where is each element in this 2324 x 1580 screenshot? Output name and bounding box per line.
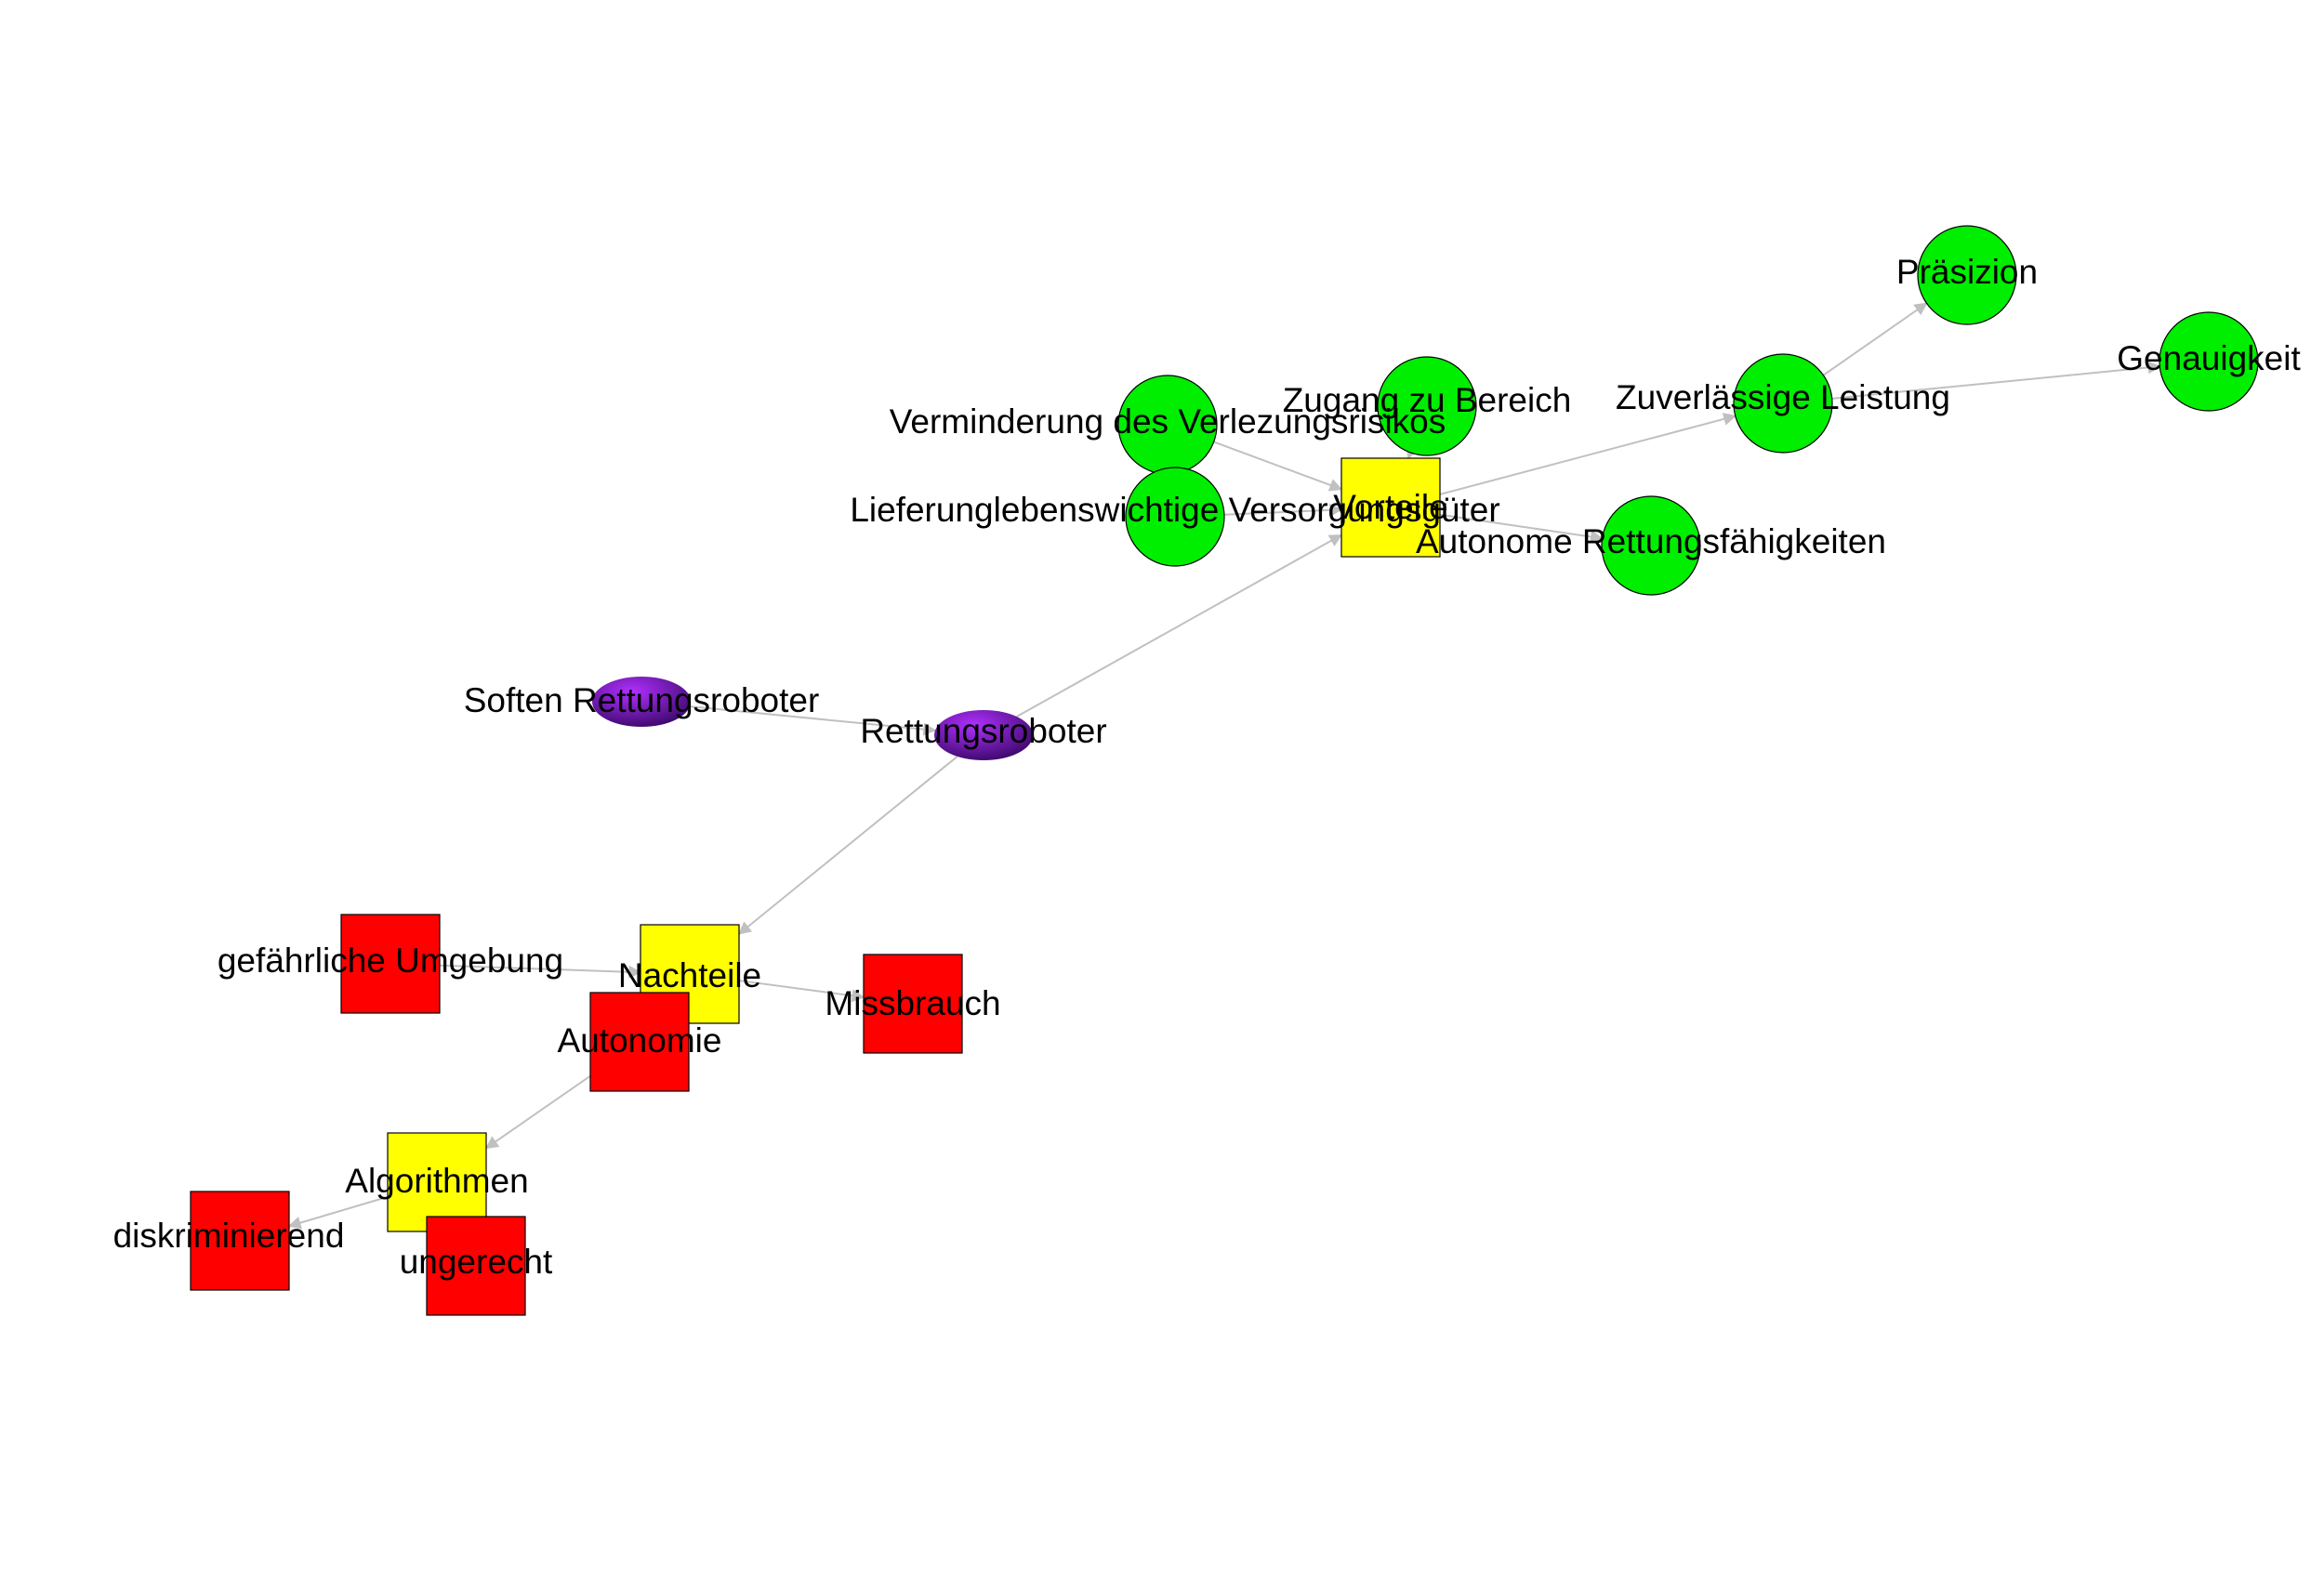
node-label-vorteile: Vorteile — [1333, 488, 1447, 526]
edge-verminderung-to-vorteile — [1213, 441, 1343, 492]
node-label-nachteile: Nachteile — [618, 956, 761, 994]
node-label-diskriminierend: diskriminierend — [113, 1217, 345, 1255]
node-genauigkeit — [2159, 311, 2259, 412]
edge-layer — [287, 302, 2161, 1232]
edge-vorteile-to-zuverlaessig — [1439, 413, 1737, 495]
edge-rettungsroboter-to-nachteile — [737, 756, 958, 935]
node-praezision — [1917, 225, 2017, 325]
edge-zuverlaessig-to-praezision — [1822, 302, 1928, 376]
edge-autonomie-to-algorithmen — [484, 1074, 591, 1150]
node-layer — [190, 225, 2259, 1316]
node-missbrauch — [863, 954, 963, 1054]
node-zugang — [1377, 356, 1477, 456]
node-zuverlaessig — [1733, 353, 1833, 454]
edge-zuverlaessig-to-genauigkeit — [1831, 361, 2161, 400]
edge-algorithmen-to-diskriminierend — [287, 1195, 389, 1230]
node-lieferung — [1125, 467, 1225, 567]
node-nachteile — [640, 924, 740, 1024]
node-label-genauigkeit: Genauigkeit — [2117, 339, 2301, 377]
node-label-algorithmen: Algorithmen — [345, 1162, 528, 1200]
node-label-autonome: Autonome Rettungsfähigkeiten — [1416, 522, 1886, 560]
node-label-gefaehrlich: gefährliche Umgebung — [218, 941, 563, 980]
node-ungerecht — [426, 1216, 526, 1316]
node-label-soften: Soften Rettungsroboter — [464, 681, 820, 719]
node-label-autonomie: Autonomie — [558, 1021, 722, 1060]
node-vorteile — [1340, 457, 1441, 558]
node-gefaehrlich — [340, 914, 441, 1014]
node-label-lieferung: Lieferunglebenswichtige Versorgungsgüter — [850, 491, 1499, 529]
edge-gefaehrlich-to-nachteile — [439, 964, 642, 979]
node-autonomie — [589, 992, 690, 1092]
node-label-ungerecht: ungerecht — [400, 1243, 553, 1281]
node-rettungsroboter — [934, 710, 1033, 760]
edge-rettungsroboter-to-vorteile — [1016, 533, 1343, 718]
edge-nachteile-to-missbrauch — [738, 980, 865, 1003]
node-label-missbrauch: Missbrauch — [825, 984, 1000, 1022]
node-soften — [592, 677, 691, 727]
node-label-praezision: Präsizion — [1896, 253, 2038, 291]
node-label-verminderung: Verminderung des Verlezungsrisikos — [890, 402, 1446, 441]
edge-lieferung-to-vorteile — [1223, 503, 1343, 517]
node-label-rettungsroboter: Rettungsroboter — [860, 712, 1106, 750]
node-label-zuverlaessig: Zuverlässige Leistung — [1616, 378, 1950, 416]
label-layer: Rettungsroboter Soften Rettungsroboter Vor… — [113, 253, 2302, 1281]
edge-vorteile-to-autonome — [1439, 513, 1604, 544]
node-diskriminierend — [190, 1191, 290, 1291]
node-autonome — [1601, 495, 1701, 596]
node-label-zugang: Zugang zu Bereich — [1283, 381, 1572, 419]
edge-soften-to-rettungsroboter — [689, 705, 937, 736]
edge-zugang-to-vorteile — [1406, 444, 1419, 460]
